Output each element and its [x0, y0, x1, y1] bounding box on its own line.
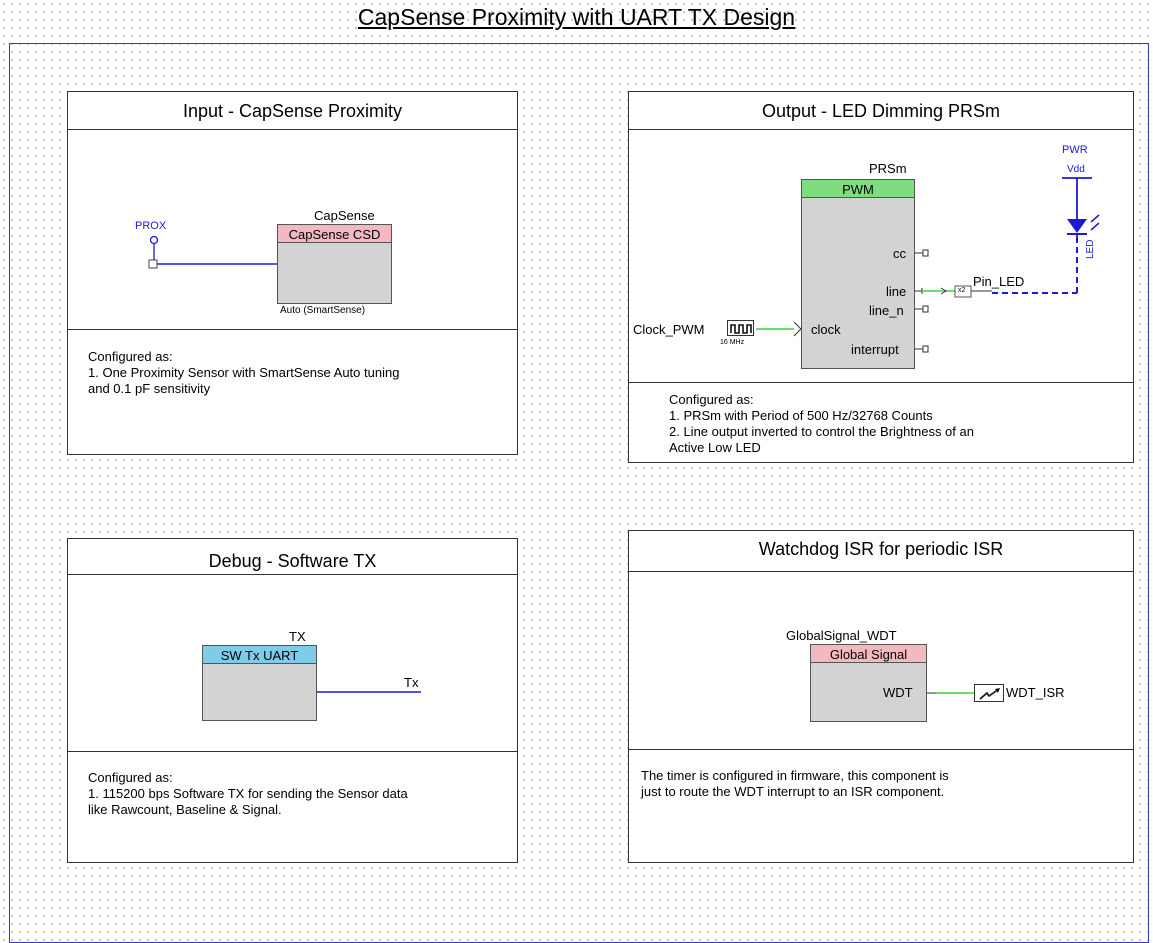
note-line: 1. PRSm with Period of 500 Hz/32768 Coun… — [669, 408, 933, 423]
terminal-clock: clock — [811, 322, 841, 337]
capsense-csd-header: CapSense CSD — [277, 224, 392, 243]
terminal-cc: cc — [893, 246, 906, 261]
note-line: 1. One Proximity Sensor with SmartSense … — [88, 365, 400, 380]
led-label: LED — [1085, 239, 1096, 259]
sw-tx-uart-body — [202, 663, 317, 721]
panel-debug-software-tx[interactable]: Debug - Software TX TX SW Tx UART Tx Con… — [67, 538, 518, 863]
capsense-csd-component[interactable]: CapSense CSD — [277, 224, 392, 304]
power-label: PWR — [1062, 144, 1088, 156]
note-line: Configured as: — [88, 349, 173, 364]
sw-tx-uart-header: SW Tx UART — [202, 645, 317, 664]
note-line: just to route the WDT interrupt to an IS… — [641, 784, 945, 799]
terminal-interrupt: interrupt — [851, 342, 899, 357]
isr-icon[interactable] — [974, 684, 1004, 702]
panel-title: Input - CapSense Proximity — [68, 92, 517, 130]
pin-led-badge: x2 — [958, 287, 966, 294]
note-line: Configured as: — [88, 770, 173, 785]
global-signal-body — [810, 662, 927, 722]
clock-icon[interactable] — [727, 320, 754, 336]
interrupt-bolt-icon — [979, 688, 1000, 700]
global-signal-header: Global Signal — [810, 644, 927, 663]
pwm-body — [801, 197, 915, 369]
output-notes: Configured as: 1. PRSm with Period of 50… — [629, 382, 1133, 462]
capsense-instance-name: CapSense — [314, 208, 375, 223]
capsense-footer-label: Auto (SmartSense) — [280, 305, 366, 316]
tx-instance-name: TX — [289, 629, 306, 644]
global-signal-component[interactable]: Global Signal — [810, 644, 927, 722]
panel-title: Output - LED Dimming PRSm — [629, 92, 1133, 130]
panel-input-capsense[interactable]: Input - CapSense Proximity PROX CapSense… — [67, 91, 518, 455]
clock-waveform-icon — [730, 324, 752, 334]
note-line: Active Low LED — [669, 440, 761, 455]
schematic-title: CapSense Proximity with UART TX Design — [357, 4, 796, 30]
note-line: and 0.1 pF sensitivity — [88, 381, 211, 396]
terminal-wdt: WDT — [883, 685, 913, 700]
panel-watchdog-isr[interactable]: Watchdog ISR for periodic ISR GlobalSign… — [628, 530, 1134, 863]
panel-title: Watchdog ISR for periodic ISR — [629, 531, 1133, 572]
clock-frequency: 16 MHz — [720, 339, 745, 346]
pwm-header: PWM — [801, 179, 915, 198]
pin-led-label: Pin_LED — [973, 274, 1025, 289]
terminal-line: line — [886, 284, 907, 299]
prsm-wiring — [756, 177, 1100, 353]
prsm-instance-name: PRSm — [869, 161, 907, 176]
terminal-line-n: line_n — [869, 303, 904, 318]
wdt-isr-label: WDT_ISR — [1006, 685, 1065, 700]
capsense-csd-body — [277, 242, 392, 304]
panel-output-led-dimming[interactable]: Output - LED Dimming PRSm — [628, 91, 1134, 463]
tx-net-label: Tx — [404, 675, 419, 690]
sw-tx-uart-component[interactable]: SW Tx UART — [202, 645, 317, 721]
global-signal-instance-name: GlobalSignal_WDT — [786, 628, 897, 643]
input-notes: Configured as: 1. One Proximity Sensor w… — [68, 329, 517, 454]
panel-title: Debug - Software TX — [68, 539, 517, 575]
wdt-wiring — [927, 692, 974, 694]
clock-pwm-label: Clock_PWM — [633, 322, 705, 337]
tx-wiring — [317, 691, 421, 693]
prox-pin-label: PROX — [135, 220, 167, 232]
note-line: 1. 115200 bps Software TX for sending th… — [88, 786, 408, 801]
note-line: 2. Line output inverted to control the B… — [669, 424, 974, 439]
prsm-pwm-component[interactable]: PWM — [801, 179, 915, 369]
vdd-label: Vdd — [1067, 164, 1085, 175]
debug-notes: Configured as: 1. 115200 bps Software TX… — [68, 751, 517, 862]
note-line: Configured as: — [669, 392, 754, 407]
note-line: The timer is configured in firmware, thi… — [641, 768, 949, 783]
note-line: like Rawcount, Baseline & Signal. — [88, 802, 282, 817]
watchdog-notes: The timer is configured in firmware, thi… — [629, 749, 1133, 862]
capsense-wiring — [148, 235, 278, 269]
